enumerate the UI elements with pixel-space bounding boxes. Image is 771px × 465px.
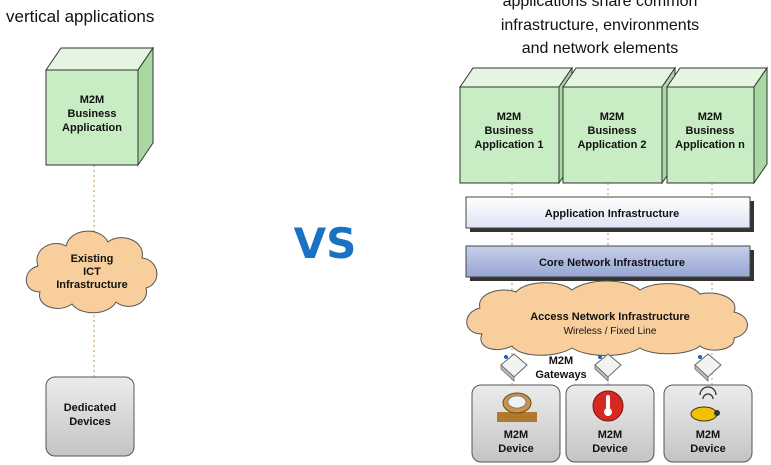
vs-label: VS bbox=[294, 219, 357, 268]
app-cube-n: M2M Business Application n bbox=[666, 66, 768, 185]
device-box-1: M2M Device bbox=[471, 384, 561, 463]
app-infra-bar: Application Infrastructure bbox=[465, 196, 754, 232]
core-infra-bar: Core Network Infrastructure bbox=[465, 245, 754, 281]
device3-line2: Device bbox=[690, 443, 725, 455]
device1-line2: Device bbox=[498, 443, 533, 455]
gateway-icon-3 bbox=[694, 353, 722, 382]
right-heading-line2: infrastructure, environments bbox=[501, 17, 699, 34]
left-app-line3: Application bbox=[62, 122, 122, 134]
appn-line3: Application n bbox=[675, 139, 745, 151]
app2-line1: M2M bbox=[600, 111, 624, 123]
device2-line1: M2M bbox=[598, 429, 622, 441]
app2-line3: Application 2 bbox=[577, 139, 646, 151]
left-app-line2: Business bbox=[68, 108, 117, 120]
left-cloud-line1: Existing bbox=[71, 253, 114, 265]
gateways-label-line1: M2M bbox=[549, 355, 573, 367]
left-devices-line2: Devices bbox=[69, 416, 111, 428]
gateway-icon-2 bbox=[594, 353, 622, 382]
tracking-tag-icon bbox=[690, 386, 720, 422]
device-box-3: M2M Device bbox=[663, 384, 753, 463]
app-cube-1: M2M Business Application 1 bbox=[459, 66, 573, 185]
app1-line2: Business bbox=[485, 125, 534, 137]
left-cloud-line3: Infrastructure bbox=[56, 279, 128, 291]
gateways-label-line2: Gateways bbox=[535, 369, 586, 381]
access-cloud-subtitle: Wireless / Fixed Line bbox=[564, 326, 657, 337]
left-heading: vertical applications bbox=[6, 7, 154, 26]
left-app-line1: M2M bbox=[80, 94, 104, 106]
appn-line2: Business bbox=[686, 125, 735, 137]
left-app-cube: M2M Business Application bbox=[45, 46, 154, 167]
app1-line3: Application 1 bbox=[474, 139, 543, 151]
right-heading-line3: and network elements bbox=[522, 40, 679, 57]
device2-line2: Device bbox=[592, 443, 627, 455]
water-meter-icon bbox=[497, 392, 537, 422]
core-infra-label: Core Network Infrastructure bbox=[539, 257, 685, 269]
left-ict-cloud: Existing ICT Infrastructure bbox=[25, 230, 158, 314]
left-cloud-line2: ICT bbox=[83, 266, 101, 278]
appn-line1: M2M bbox=[698, 111, 722, 123]
app2-line2: Business bbox=[588, 125, 637, 137]
device-box-2: M2M Device bbox=[565, 384, 655, 463]
app-cube-2: M2M Business Application 2 bbox=[562, 66, 676, 185]
thermometer-icon bbox=[592, 390, 624, 422]
device3-line1: M2M bbox=[696, 429, 720, 441]
right-heading-line1: applications share common bbox=[503, 0, 698, 10]
gateway-icon-1 bbox=[500, 353, 528, 382]
access-cloud-title: Access Network Infrastructure bbox=[530, 311, 690, 323]
app-infra-label: Application Infrastructure bbox=[545, 208, 679, 220]
device1-line1: M2M bbox=[504, 429, 528, 441]
app1-line1: M2M bbox=[497, 111, 521, 123]
left-devices-line1: Dedicated bbox=[64, 402, 117, 414]
access-network-cloud: Access Network Infrastructure Wireless /… bbox=[466, 280, 748, 356]
left-devices-box: Dedicated Devices bbox=[45, 376, 135, 457]
